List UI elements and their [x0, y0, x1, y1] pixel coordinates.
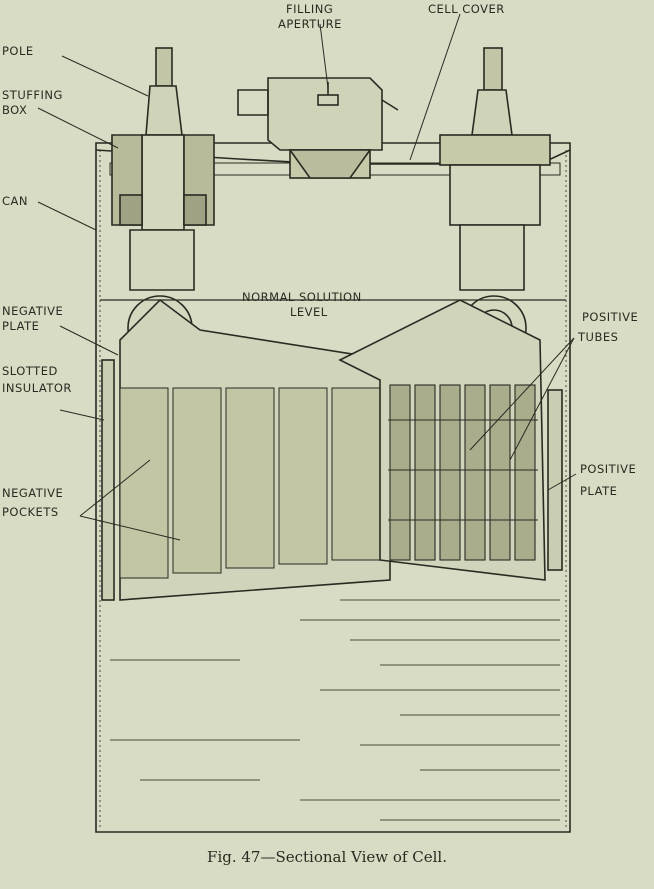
label-cell-cover: CELL COVER [428, 2, 505, 16]
label-positive-tubes-line2: TUBES [578, 330, 619, 344]
label-stuffing-box-line1: STUFFING [2, 88, 63, 102]
label-slotted-insulator-line2: INSULATOR [2, 381, 72, 395]
label-pole: POLE [2, 44, 34, 58]
label-negative-pockets-line1: NEGATIVE [2, 486, 64, 500]
slotted-insulator-right [547, 389, 563, 571]
label-normal-solution-line1: NORMAL SOLUTION [242, 290, 362, 304]
positive-tubes [388, 384, 538, 561]
label-filling-aperture-line1: FILLING [286, 2, 334, 16]
label-can: CAN [2, 194, 28, 208]
label-positive-tubes-line1: POSITIVE [582, 310, 639, 324]
label-positive-plate-line1: POSITIVE [580, 462, 637, 476]
label-stuffing-box-line2: BOX [2, 103, 28, 117]
label-negative-plate-line1: NEGATIVE [2, 304, 64, 318]
label-negative-pockets-line2: POCKETS [2, 505, 59, 519]
label-slotted-insulator-line1: SLOTTED [2, 364, 58, 378]
leader-lines [37, 13, 577, 541]
label-filling-aperture-line2: APERTURE [278, 17, 342, 31]
label-normal-solution-line2: LEVEL [290, 305, 328, 319]
label-positive-plate-line2: PLATE [580, 484, 618, 498]
filling-aperture [237, 77, 399, 179]
left-pole [111, 47, 215, 361]
solution-hatching [110, 599, 560, 821]
figure-caption: Fig. 47—Sectional View of Cell. [207, 848, 447, 866]
label-negative-plate-line2: PLATE [2, 319, 40, 333]
negative-pockets [119, 387, 381, 579]
slotted-insulator-left [101, 359, 115, 601]
